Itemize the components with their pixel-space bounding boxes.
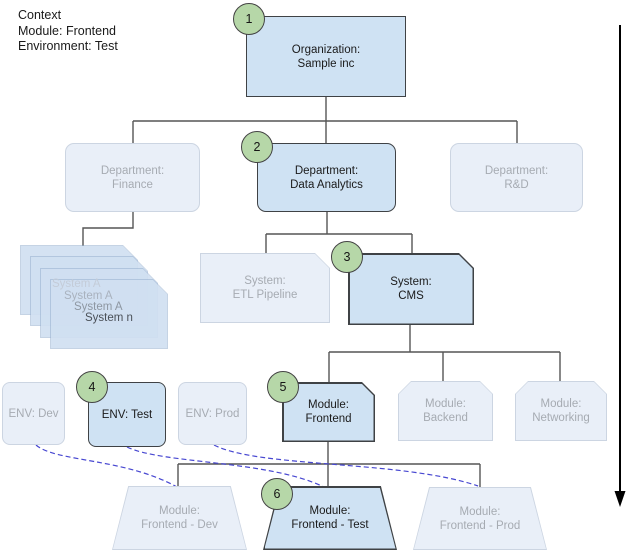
connector-org-to-departments (132, 97, 518, 143)
node-env-prod: ENV: Prod (178, 382, 247, 445)
frontend-prod-line2: Frontend - Prod (439, 519, 521, 532)
system-stack-label-n: System n (85, 312, 133, 324)
module-networking-line2: Networking (532, 412, 590, 424)
rd-label-line1: Department: (484, 164, 549, 177)
cms-label-line1: System: (390, 276, 432, 288)
dashed-link-envtest-to-frontendtest (126, 446, 325, 488)
step-badge-5: 5 (267, 371, 299, 403)
env-dev-label: ENV: Dev (8, 407, 59, 420)
module-frontend-label: Module: Frontend (284, 384, 374, 441)
connector-finance-to-systemstack (82, 212, 134, 246)
module-backend-line2: Backend (423, 412, 468, 424)
node-department-rd: Department: R&D (450, 143, 583, 212)
connector-cms-to-modules (328, 325, 561, 382)
module-frontend-prod-label: Module: Frontend - Prod (414, 488, 546, 549)
analytics-label-line1: Department: (294, 164, 359, 177)
step-badge-2: 2 (241, 131, 273, 163)
system-stack-card-4 (50, 279, 168, 349)
module-backend-line1: Module: (425, 398, 466, 410)
organization-label-line2: Sample inc (297, 57, 355, 70)
context-environment: Environment: Test (18, 39, 118, 53)
finance-label-line1: Department: (100, 164, 165, 177)
node-module-backend: Module: Backend (398, 381, 493, 441)
node-module-frontend: Module: Frontend (282, 382, 375, 442)
step-badge-3: 3 (331, 241, 363, 273)
node-system-etl-pipeline: System: ETL Pipeline (200, 253, 330, 323)
department-rd-label: Department: R&D (485, 164, 548, 192)
node-department-finance: Department: Finance (65, 143, 200, 212)
etl-label-line2: ETL Pipeline (232, 289, 298, 301)
department-finance-label: Department: Finance (101, 164, 164, 192)
flow-direction-arrow (614, 25, 626, 507)
frontend-dev-line1: Module: (159, 505, 200, 517)
system-cms-label: System: CMS (350, 255, 473, 324)
context-title: Context (18, 8, 62, 22)
node-module-networking: Module: Networking (515, 381, 607, 441)
finance-label-line2: Finance (112, 178, 153, 191)
frontend-test-line2: Frontend - Test (291, 519, 369, 531)
module-frontend-line2: Frontend (305, 413, 352, 425)
env-prod-label: ENV: Prod (185, 407, 240, 420)
node-department-data-analytics: Department: Data Analytics (257, 143, 396, 212)
node-env-dev: ENV: Dev (2, 382, 65, 445)
cms-label-line2: CMS (398, 290, 424, 302)
module-networking-label: Module: Networking (516, 382, 606, 440)
etl-label-line1: System: (244, 275, 286, 287)
dashed-link-envdev-to-frontenddev (35, 444, 178, 488)
frontend-test-line1: Module: (309, 505, 351, 517)
system-etl-label: System: ETL Pipeline (201, 254, 329, 322)
node-module-frontend-dev: Module: Frontend - Dev (112, 486, 247, 550)
system-stack-label-3: System A (74, 301, 123, 313)
node-organization-label: Organization: Sample inc (292, 43, 360, 71)
node-organization: Organization: Sample inc (246, 16, 406, 97)
frontend-dev-line2: Frontend - Dev (141, 519, 218, 531)
context-note: Context Module: Frontend Environment: Te… (18, 8, 118, 55)
step-badge-6: 6 (261, 478, 293, 510)
step-badge-4: 4 (76, 371, 108, 403)
module-backend-label: Module: Backend (399, 382, 492, 440)
analytics-label-line2: Data Analytics (290, 178, 363, 191)
node-system-cms: System: CMS (348, 253, 474, 325)
step-badge-1: 1 (233, 3, 265, 35)
module-frontend-line1: Module: (308, 399, 349, 411)
node-module-frontend-prod: Module: Frontend - Prod (413, 487, 547, 550)
system-stack-label-2: System A (64, 290, 113, 302)
frontend-prod-line1: Module: (459, 505, 501, 518)
env-test-label: ENV: Test (101, 408, 153, 421)
connector-analytics-to-systems (265, 212, 413, 253)
system-stack-label-1: System A (52, 278, 101, 290)
organization-label-line1: Organization: (291, 43, 361, 56)
dashed-link-envprod-to-frontendprod (213, 444, 479, 487)
rd-label-line2: R&D (504, 178, 529, 191)
module-frontend-dev-label: Module: Frontend - Dev (113, 487, 246, 549)
context-module: Module: Frontend (18, 23, 116, 38)
module-networking-line1: Module: (540, 398, 582, 410)
department-data-analytics-label: Department: Data Analytics (290, 164, 363, 192)
